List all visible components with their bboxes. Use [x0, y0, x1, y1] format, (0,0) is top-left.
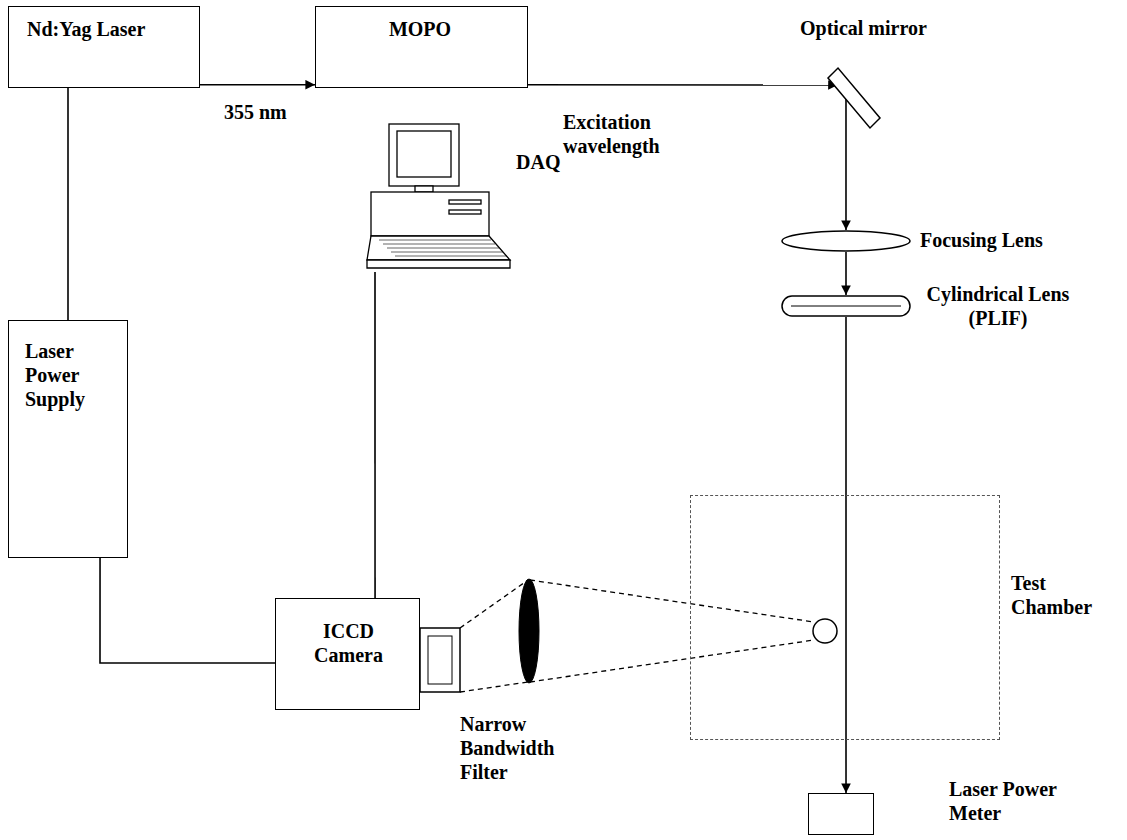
node-label: Nd:Yag Laser: [27, 17, 192, 41]
test-chamber: Test Chamber: [690, 495, 1000, 740]
laser-box: Nd:Yag Laser: [8, 6, 200, 88]
node-label: Optical mirror: [800, 16, 975, 40]
collection-cone: [460, 580, 814, 692]
node-label: Test Chamber: [1011, 571, 1106, 619]
camera-lens: [420, 628, 460, 692]
node-label: MOPO: [320, 17, 520, 41]
mopo-box: MOPO: [315, 6, 528, 88]
node-label: Laser Power Supply: [25, 339, 110, 411]
beam-or-cable: [100, 558, 275, 663]
node-label: ICCD Camera: [306, 619, 391, 667]
beam-or-cable: [845, 252, 847, 295]
node-label: Laser Power Meter: [949, 777, 1074, 825]
daq-computer: DAQ: [365, 122, 512, 272]
camera-box: ICCD Camera: [275, 598, 420, 710]
optical-mirror: Optical mirror: [826, 66, 882, 130]
beam-or-cable: [200, 84, 315, 86]
beam-or-cable: [845, 317, 847, 793]
focusing-lens: Focusing Lens: [781, 230, 911, 252]
daq-computer-outline: [365, 122, 512, 272]
beam-or-cable: [67, 88, 69, 320]
probe-volume: [813, 619, 837, 643]
cylindrical-lens: Cylindrical Lens (PLIF): [781, 295, 911, 317]
edge-label: 355 nm: [224, 100, 304, 124]
node-label: Focusing Lens: [920, 228, 1085, 252]
node-label: Cylindrical Lens (PLIF): [914, 282, 1082, 330]
edge-label: Excitation wavelength: [563, 110, 688, 158]
optical-mirror-outline: [826, 66, 882, 130]
power-supply-box: Laser Power Supply: [8, 320, 128, 558]
beam-or-cable: [374, 272, 376, 598]
bandpass-filter: Narrow Bandwidth Filter: [518, 578, 540, 684]
beam-or-cable: [845, 95, 847, 230]
focusing-lens-outline: [781, 230, 911, 252]
node-label: Narrow Bandwidth Filter: [460, 712, 570, 784]
bandpass-filter-outline: [518, 578, 540, 684]
camera-lens-inner: [428, 636, 452, 684]
power-meter: Laser Power Meter: [808, 793, 874, 835]
cylindrical-lens-outline: [781, 295, 911, 317]
beam-or-cable: [528, 84, 838, 86]
